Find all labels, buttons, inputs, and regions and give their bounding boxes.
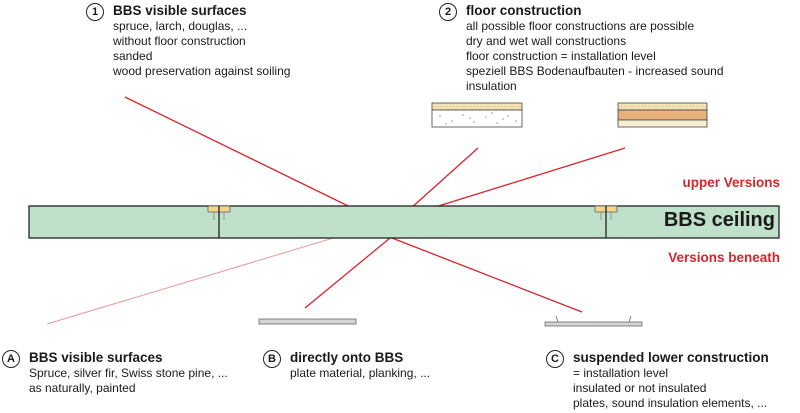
block-line: as naturally, painted xyxy=(29,381,136,395)
bbs-ceiling-slab xyxy=(28,205,780,239)
block-line: spruce, larch, douglas, ... xyxy=(113,19,248,33)
block-line: wood preservation against soiling xyxy=(113,64,291,78)
block-line: insulated or not insulated xyxy=(573,381,707,395)
lower-sample-plate xyxy=(258,318,357,325)
leader-line-c xyxy=(391,237,583,313)
block-title: BBS visible surfaces xyxy=(29,350,163,365)
block-title: directly onto BBS xyxy=(290,350,404,365)
block-line: all possible floor constructions are pos… xyxy=(466,19,695,33)
block-bbs-visible-surfaces-bottom: BBS visible surfaces Spruce, silver fir,… xyxy=(29,350,228,396)
block-line: plate material, planking, ... xyxy=(290,366,431,380)
block-title: suspended lower construction xyxy=(573,350,769,365)
lower-sample-suspended xyxy=(544,315,643,327)
block-line: dry and wet wall constructions xyxy=(466,34,627,48)
badge-a: A xyxy=(2,350,20,368)
leader-line-1 xyxy=(124,96,386,225)
block-line: floor construction = installation level xyxy=(466,49,656,63)
block-bbs-visible-surfaces-top: BBS visible surfaces spruce, larch, doug… xyxy=(113,3,290,79)
badge-b: B xyxy=(263,350,281,368)
badge-2: 2 xyxy=(439,3,457,21)
joint-left xyxy=(207,205,231,238)
leader-line-b xyxy=(304,237,391,309)
joint-right xyxy=(594,205,618,238)
block-title: BBS visible surfaces xyxy=(113,3,247,18)
block-line: = installation level xyxy=(573,366,669,380)
floor-sample-dry xyxy=(431,102,523,128)
block-line: insulation xyxy=(466,79,517,93)
label-versions-beneath: Versions beneath xyxy=(668,250,780,265)
block-line: sanded xyxy=(113,49,153,63)
block-title: floor construction xyxy=(466,3,582,18)
floor-sample-wet xyxy=(617,102,708,128)
block-line: plates, sound insulation elements, ... xyxy=(573,396,768,410)
block-suspended-lower-construction: suspended lower construction = installat… xyxy=(573,350,769,411)
block-floor-construction: floor construction all possible floor co… xyxy=(466,3,724,94)
badge-1: 1 xyxy=(86,3,104,21)
label-bbs-ceiling: BBS ceiling xyxy=(663,209,775,231)
badge-c: C xyxy=(546,350,564,368)
block-line: speziell BBS Bodenaufbauten - increased … xyxy=(466,64,724,78)
block-line: without floor construction xyxy=(113,34,246,48)
block-directly-onto-bbs: directly onto BBS plate material, planki… xyxy=(290,350,430,381)
label-upper-versions: upper Versions xyxy=(682,175,780,190)
block-line: Spruce, silver fir, Swiss stone pine, ..… xyxy=(29,366,228,380)
